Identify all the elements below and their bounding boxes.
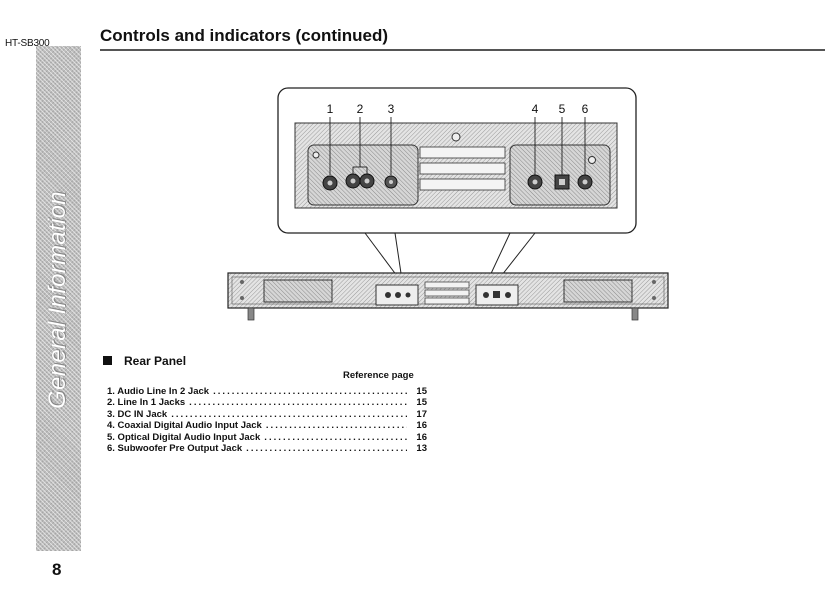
- zoom-pointer-left: [364, 232, 401, 281]
- sidebar-label: General Information: [44, 191, 71, 409]
- list-item: 4. Coaxial Digital Audio Input Jack 16: [107, 420, 427, 431]
- rear-panel-illustration: 1 2 3 4 5 6: [227, 87, 669, 321]
- zoom-pointer-right: [487, 232, 511, 281]
- callout-4: 4: [532, 102, 539, 116]
- list-item: 3. DC IN Jack 17: [107, 409, 427, 420]
- list-item: 5. Optical Digital Audio Input Jack 16: [107, 432, 427, 443]
- item-label: 5. Optical Digital Audio Input Jack: [107, 431, 261, 443]
- jack-subwoofer-pre-out: [577, 174, 593, 190]
- rear-panel-list: 1. Audio Line In 2 Jack 15 2. Line In 1 J…: [107, 386, 427, 454]
- item-label: 1. Audio Line In 2 Jack: [107, 386, 210, 397]
- item-label: 4. Coaxial Digital Audio Input Jack: [107, 420, 262, 432]
- jack-line-in-1-left: [345, 173, 361, 189]
- item-page: 15: [416, 397, 427, 409]
- callout-3: 3: [388, 102, 395, 116]
- zoom-pointer-left: [394, 232, 403, 281]
- screw: [588, 156, 596, 164]
- zoom-pointer-right: [497, 232, 536, 281]
- item-page: 16: [416, 431, 427, 443]
- soundbar-feet: [247, 307, 639, 321]
- model-number: HT-SB300: [5, 38, 50, 49]
- callout-1: 1: [327, 102, 334, 116]
- page-title: Controls and indicators (continued): [100, 26, 389, 45]
- callout-2: 2: [357, 102, 364, 116]
- item-label: 6. Subwoofer Pre Output Jack: [107, 442, 243, 454]
- list-item: 6. Subwoofer Pre Output Jack 13: [107, 443, 427, 454]
- jack-line-in-1-right: [359, 173, 375, 189]
- callout-5: 5: [559, 102, 566, 116]
- reference-page-heading: Reference page: [343, 370, 414, 381]
- soundbar-recess-left: [263, 279, 333, 303]
- title-rule: [100, 49, 825, 51]
- section-heading: Rear Panel: [103, 354, 186, 368]
- screw: [312, 151, 320, 159]
- list-item: 2. Line In 1 Jacks 15: [107, 397, 427, 408]
- soundbar-recess-right: [563, 279, 633, 303]
- jack-audio-line-in-2: [322, 175, 338, 191]
- bullet-square-icon: [103, 356, 112, 365]
- item-label: 2. Line In 1 Jacks: [107, 397, 186, 409]
- item-page: 17: [416, 408, 427, 420]
- item-page: 16: [416, 420, 427, 432]
- section-heading-text: Rear Panel: [124, 354, 187, 368]
- screw: [451, 132, 461, 142]
- jack-optical-digital: [554, 174, 570, 190]
- item-page: 15: [416, 386, 427, 397]
- page-number: 8: [52, 560, 62, 579]
- list-item: 1. Audio Line In 2 Jack 15: [107, 386, 427, 397]
- item-page: 13: [416, 442, 427, 454]
- jack-coaxial-digital: [527, 174, 543, 190]
- item-label: 3. DC IN Jack: [107, 408, 168, 420]
- vent-grille: [419, 146, 506, 191]
- section-sidebar: [36, 46, 81, 551]
- jack-dc-in: [384, 175, 398, 189]
- callout-6: 6: [582, 102, 589, 116]
